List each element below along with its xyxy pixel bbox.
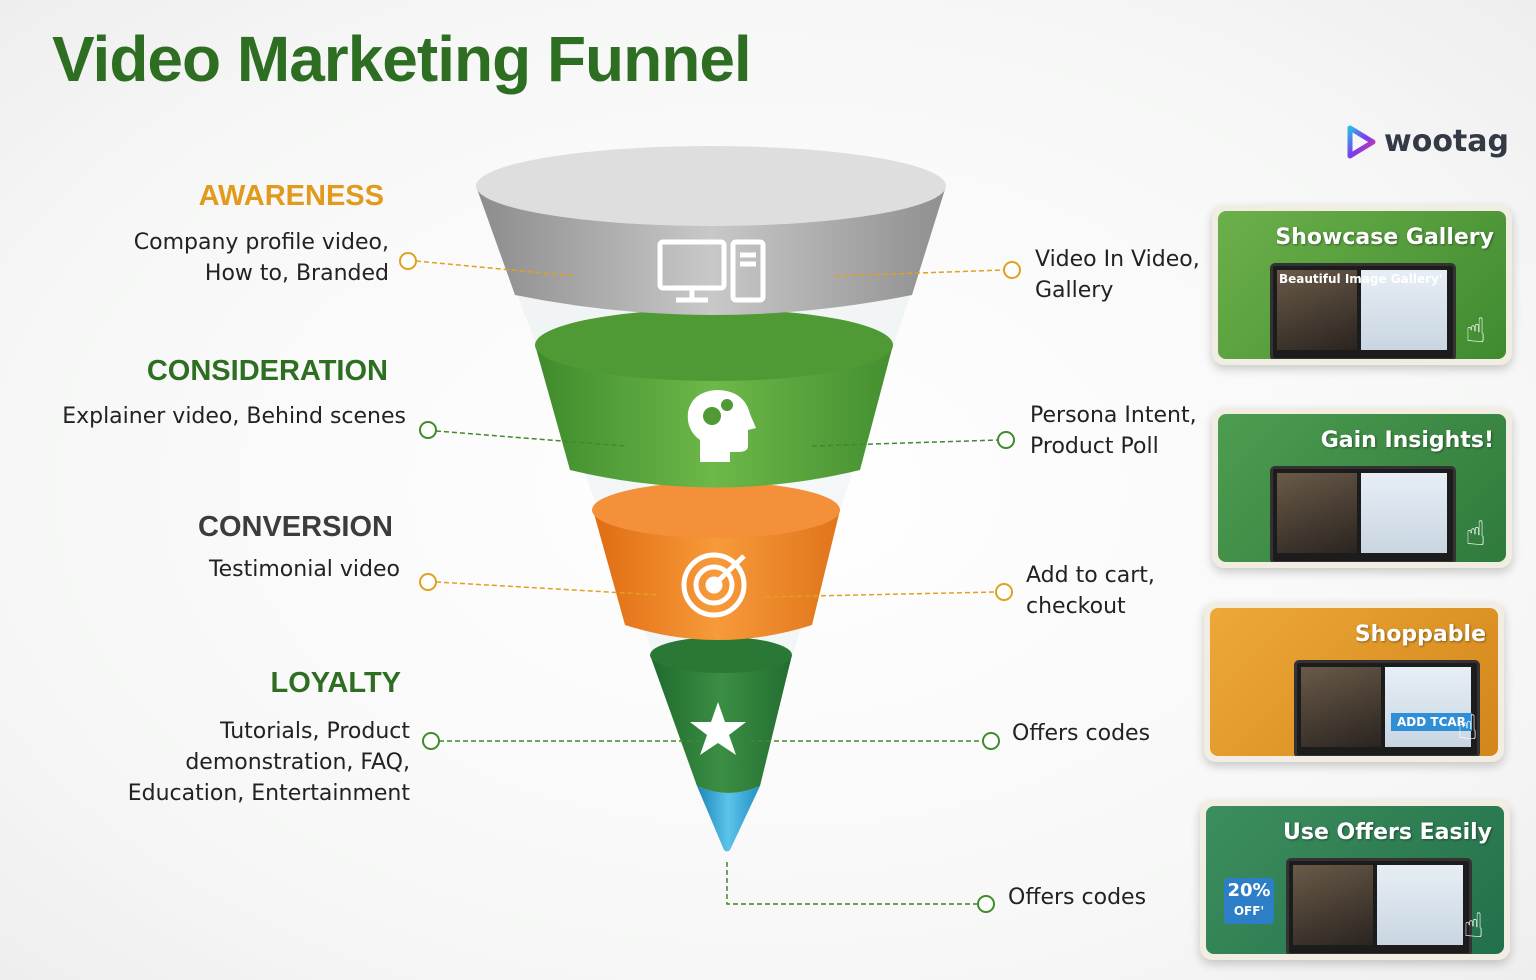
- stage-conversion-title: CONVERSION: [198, 511, 393, 543]
- target-arrow-icon: [681, 552, 747, 618]
- connector-dot: [419, 421, 437, 439]
- card-title: Gain Insights!: [1320, 428, 1494, 453]
- pointer-hand-icon: ☝: [1463, 906, 1484, 946]
- badge-percent: 20%: [1227, 880, 1271, 901]
- pointer-hand-icon: ☝: [1465, 514, 1486, 554]
- card-showcase-gallery: Showcase Gallery Beautiful Image Gallery…: [1212, 205, 1512, 365]
- laptop-illustration: Beautiful Image Gallery': [1270, 263, 1456, 359]
- description-line: demonstration, FAQ,: [185, 750, 410, 775]
- laptop-illustration: [1286, 858, 1472, 954]
- desktop-computer-icon: [657, 239, 766, 303]
- connector-dot: [399, 252, 417, 270]
- connector-dot: [422, 732, 440, 750]
- pointer-hand-icon: ☝: [1465, 311, 1486, 351]
- laptop-illustration: [1270, 466, 1456, 562]
- feature-line: Add to cart,: [1026, 563, 1155, 588]
- stage-awareness-title: AWARENESS: [198, 180, 384, 212]
- logo-text: wootag: [1384, 124, 1509, 159]
- stage-loyalty-title: LOYALTY: [270, 667, 401, 699]
- card-shoppable: Shoppable ADD TCAR ☝: [1204, 602, 1504, 762]
- connector-dot: [997, 431, 1015, 449]
- head-gears-icon: [687, 390, 756, 462]
- wootag-logo: wootag: [1346, 124, 1509, 159]
- description-line: Tutorials, Product: [220, 719, 410, 744]
- badge-text: OFF': [1233, 904, 1265, 918]
- connector-awareness-right: [834, 269, 1005, 277]
- page-title: Video Marketing Funnel: [52, 23, 752, 95]
- card-gain-insights: Gain Insights! ☝: [1212, 408, 1512, 568]
- description-line: Testimonial video: [208, 557, 400, 582]
- stage-loyalty-description: Tutorials, Product demonstration, FAQ, E…: [128, 716, 410, 809]
- pointer-hand-icon: ☝: [1457, 708, 1478, 748]
- connector-dot: [982, 732, 1000, 750]
- feature-line: Product Poll: [1030, 434, 1159, 459]
- connector-dot: [995, 583, 1013, 601]
- connector-conversion-right: [764, 591, 997, 598]
- connector-conversion-left: [435, 581, 661, 596]
- feature-line: Gallery: [1035, 278, 1114, 303]
- stage-awareness-description: Company profile video, How to, Branded: [134, 227, 389, 289]
- connector-dot: [419, 573, 437, 591]
- star-icon: [690, 702, 746, 755]
- feature-conversion: Add to cart, checkout: [1026, 560, 1155, 622]
- funnel-layer-conversion: [592, 482, 840, 640]
- feature-awareness: Video In Video, Gallery: [1035, 244, 1200, 306]
- feature-line: Offers codes: [1012, 721, 1151, 746]
- description-line: How to, Branded: [204, 261, 389, 286]
- card-title: Use Offers Easily: [1283, 820, 1492, 845]
- description-line: Explainer video, Behind scenes: [62, 404, 406, 429]
- play-triangle-icon: [1347, 125, 1376, 158]
- screen-text: Beautiful Image Gallery': [1279, 272, 1443, 286]
- feature-consideration: Persona Intent, Product Poll: [1030, 400, 1197, 462]
- laptop-illustration: ADD TCAR: [1294, 660, 1480, 756]
- connector-awareness-left: [415, 260, 576, 277]
- funnel-tip: [697, 786, 760, 852]
- description-line: Company profile video,: [133, 230, 389, 255]
- funnel-layer-awareness: [476, 146, 946, 315]
- connector-consideration-right: [811, 439, 999, 447]
- feature-loyalty: Offers codes: [1012, 718, 1150, 749]
- connector-dot: [977, 895, 995, 913]
- description-line: Education, Entertainment: [127, 781, 410, 806]
- feature-line: checkout: [1026, 594, 1126, 619]
- stage-consideration-description: Explainer video, Behind scenes: [62, 401, 406, 432]
- feature-tip: Offers codes: [1008, 885, 1147, 910]
- discount-badge: 20% OFF': [1224, 878, 1274, 924]
- connector-dot: [1003, 261, 1021, 279]
- add-to-cart-button: ADD TCAR: [1391, 713, 1472, 731]
- card-use-offers-easily: Use Offers Easily 20% OFF' ☝: [1200, 800, 1510, 960]
- card-title: Showcase Gallery: [1275, 225, 1494, 250]
- card-title: Shoppable: [1354, 622, 1486, 647]
- stage-consideration-title: CONSIDERATION: [146, 355, 388, 387]
- connector-tip: [726, 862, 978, 905]
- feature-line: Video In Video,: [1035, 247, 1200, 272]
- feature-line: Persona Intent,: [1030, 403, 1197, 428]
- stage-conversion-description: Testimonial video: [209, 554, 400, 585]
